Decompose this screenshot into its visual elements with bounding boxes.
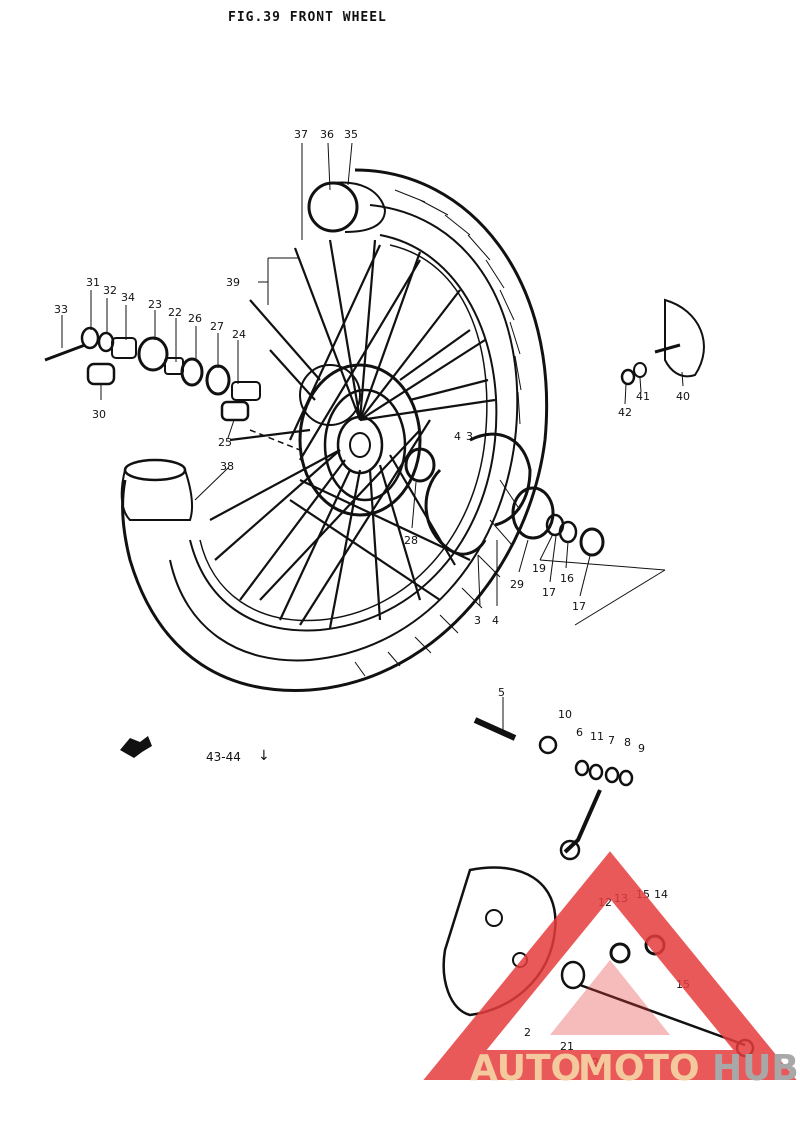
- part-callout-8: 8: [624, 736, 631, 749]
- part-callout-41: 41: [636, 390, 650, 403]
- spokes: [209, 239, 496, 629]
- part-callout-14: 14: [654, 888, 668, 901]
- part-callout-24: 24: [232, 328, 246, 341]
- tube-valve-parts: [307, 181, 387, 233]
- part-callout-29: 29: [510, 578, 524, 591]
- part-callout-28: 28: [404, 534, 418, 547]
- rim: [189, 234, 498, 632]
- part-callout-3: 3: [466, 430, 473, 443]
- part-callout-11: 11: [590, 730, 604, 743]
- part-callout-3: 3: [474, 614, 481, 627]
- arrow-marker: ↓: [258, 748, 270, 764]
- tire: [121, 168, 548, 692]
- reference-note: 43-44: [206, 750, 241, 764]
- part-callout-27: 27: [210, 320, 224, 333]
- watermark: AUTO MOTO HUB: [423, 851, 799, 1089]
- part-callout-5: 5: [498, 686, 505, 699]
- part-callout-6: 6: [576, 726, 583, 739]
- part-callout-22: 22: [168, 306, 182, 319]
- part-callout-7: 7: [608, 734, 615, 747]
- part-callout-36: 36: [320, 128, 334, 141]
- part-callout-42: 42: [618, 406, 632, 419]
- part-callout-26: 26: [188, 312, 202, 325]
- part-callout-33: 33: [54, 303, 68, 316]
- part-callout-21: 21: [560, 1040, 574, 1053]
- part-callout-17: 17: [542, 586, 556, 599]
- part-callout-4: 4: [492, 614, 499, 627]
- part-callout-40: 40: [676, 390, 690, 403]
- part-callout-25: 25: [218, 436, 232, 449]
- part-callout-19: 19: [532, 562, 546, 575]
- part-callout-2: 2: [524, 1026, 531, 1039]
- speedometer-parts: [620, 298, 705, 386]
- part-callout-35: 35: [344, 128, 358, 141]
- part-callout-10: 10: [558, 708, 572, 721]
- leader-lines: [61, 142, 684, 730]
- brake-cam-parts: [473, 717, 634, 861]
- brake-parts: [404, 432, 666, 626]
- part-callout-34: 34: [121, 291, 135, 304]
- part-callout-38: 38: [220, 460, 234, 473]
- stamp-mark: [120, 736, 152, 758]
- part-callout-31: 31: [86, 276, 100, 289]
- part-callout-32: 32: [103, 284, 117, 297]
- watermark-auto: AUTO: [470, 1048, 581, 1089]
- part-callout-4: 4: [454, 430, 461, 443]
- part-callout-30: 30: [92, 408, 106, 421]
- part-callout-23: 23: [148, 298, 162, 311]
- tire-section: [120, 458, 194, 521]
- watermark-hub: HUB: [712, 1048, 799, 1089]
- part-callout-39: 39: [226, 276, 240, 289]
- part-callout-9: 9: [638, 742, 645, 755]
- part-callout-16: 16: [560, 572, 574, 585]
- hub: [298, 363, 422, 517]
- part-callout-17: 17: [572, 600, 586, 613]
- watermark-triangle-icon: [423, 851, 797, 1080]
- left-axle-parts: [44, 326, 301, 451]
- part-callout-37: 37: [294, 128, 308, 141]
- watermark-moto: MOTO: [578, 1048, 700, 1089]
- figure-title: FIG.39 FRONT WHEEL: [228, 10, 387, 25]
